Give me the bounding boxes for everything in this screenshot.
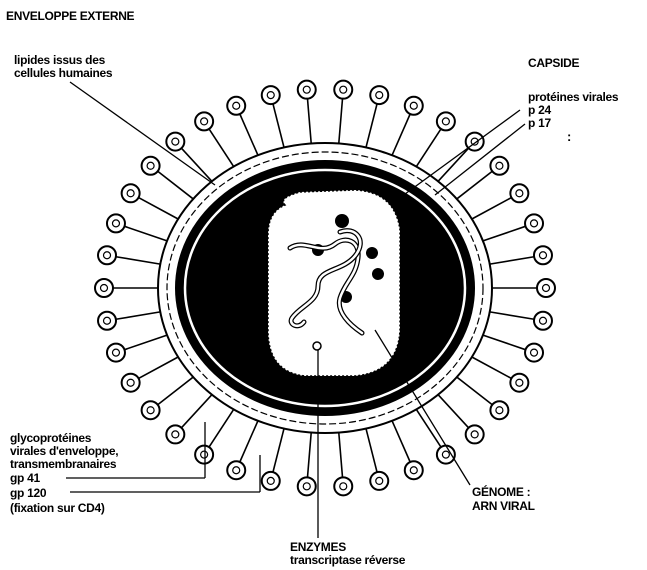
gp120-knob	[298, 81, 316, 99]
gp120-knob	[227, 97, 245, 115]
spike-stem	[416, 129, 441, 167]
spike-stem	[209, 409, 234, 447]
spike-stem	[307, 433, 311, 478]
spike-stem	[366, 104, 377, 148]
spike-stem	[438, 395, 468, 428]
gp120-knob	[534, 246, 552, 264]
gp120-knob	[405, 461, 423, 479]
gp120-knob	[525, 214, 543, 232]
gp120-knob	[142, 401, 160, 419]
gp120-knob	[98, 312, 116, 330]
spike-stem	[366, 429, 377, 473]
spike-stem	[209, 129, 234, 167]
spike-stem	[139, 198, 179, 219]
gp120-knob	[537, 279, 555, 297]
spike-stem	[273, 104, 284, 148]
gp120-knob	[107, 214, 125, 232]
gp120-knob	[195, 112, 213, 130]
spike-stem	[438, 148, 468, 181]
capsid-core	[268, 190, 400, 376]
gp120-knob	[298, 477, 316, 495]
gp120-knob	[98, 246, 116, 264]
spike-stem	[339, 433, 343, 478]
gp120-knob	[490, 401, 508, 419]
gp120-knob	[95, 279, 113, 297]
spike-stem	[483, 335, 526, 350]
gp120-knob	[122, 374, 140, 392]
gp120-knob	[466, 425, 484, 443]
gp120-knob	[334, 81, 352, 99]
spike-stem	[392, 421, 410, 462]
spike-stem	[116, 312, 160, 319]
gp120-knob	[227, 461, 245, 479]
spike-stem	[240, 114, 258, 155]
gp120-knob	[262, 86, 280, 104]
spike-stem	[240, 421, 258, 462]
gp120-knob	[107, 344, 125, 362]
spike-stem	[457, 171, 493, 199]
spike-stem	[483, 226, 526, 241]
gp120-knob	[490, 157, 508, 175]
spike-stem	[490, 312, 534, 319]
spike-stem	[116, 257, 160, 264]
spike-stem	[339, 99, 343, 144]
spike-stem	[158, 377, 194, 405]
spike-stem	[124, 335, 167, 350]
spike-stem	[158, 171, 194, 199]
gp120-knob	[510, 374, 528, 392]
gp120-knob	[166, 133, 184, 151]
gp120-knob	[122, 184, 140, 202]
gp120-knob	[437, 446, 455, 464]
spike-stem	[392, 114, 410, 155]
spike-stem	[416, 409, 441, 447]
spike-stem	[307, 99, 311, 144]
gp120-knob	[370, 86, 388, 104]
spike-stem	[490, 257, 534, 264]
gp120-knob	[405, 97, 423, 115]
gp120-knob	[437, 112, 455, 130]
gp120-knob	[262, 472, 280, 490]
gp120-knob	[195, 446, 213, 464]
gp120-knob	[370, 472, 388, 490]
spike-stem	[181, 395, 211, 428]
spike-stem	[273, 429, 284, 473]
gp120-knob	[166, 425, 184, 443]
gp120-knob	[510, 184, 528, 202]
spike-stem	[124, 226, 167, 241]
spike-stem	[472, 198, 512, 219]
spike-stem	[139, 357, 179, 378]
gp120-knob	[534, 312, 552, 330]
spike-stem	[457, 377, 493, 405]
spike-stem	[472, 357, 512, 378]
gp120-knob	[334, 477, 352, 495]
gp120-knob	[142, 157, 160, 175]
gp120-knob	[525, 344, 543, 362]
